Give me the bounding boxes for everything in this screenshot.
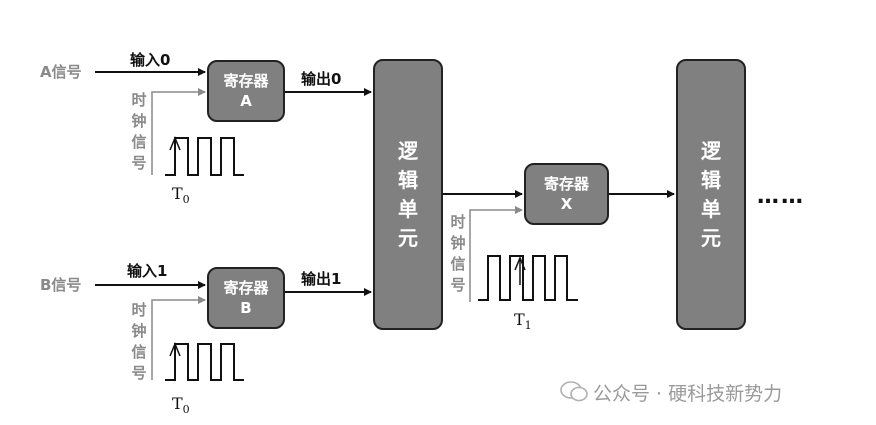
clock-b-label: 时 钟 信 号 (131, 300, 147, 384)
clock-a-char: 信 (131, 133, 147, 151)
continuation-ellipsis: …… (757, 184, 805, 209)
clock-t0-sub: 0 (182, 193, 190, 207)
clock-x-char: 时 (450, 213, 466, 231)
register-a-title: 寄存器 (223, 72, 269, 90)
clock-t0-b-waveform (165, 343, 244, 381)
clock-x-char: 信 (450, 255, 466, 273)
logic-unit-2-char: 逻 (701, 138, 721, 163)
clock-b-line (151, 296, 206, 380)
input1-label: 输入1 (127, 262, 168, 280)
output0-label: 输出0 (301, 70, 342, 88)
logic-unit-1-char: 单 (398, 196, 418, 221)
clock-a-line (151, 88, 206, 175)
clock-t0-b-edge-marker (169, 342, 181, 357)
logic-unit-1-char: 逻 (398, 138, 418, 163)
clock-a-char: 钟 (131, 112, 147, 130)
a-signal-label: A信号 (40, 63, 82, 81)
register-x-title: 寄存器 (543, 175, 589, 193)
register-b-title: 寄存器 (223, 279, 269, 297)
clock-b-char: 时 (131, 301, 147, 319)
register-x: 寄存器 X (524, 163, 609, 225)
register-b-letter: B (240, 299, 252, 317)
clock-x-char: 钟 (450, 234, 466, 252)
clock-x-line (469, 206, 523, 302)
clock-t0-b-label: T0 (172, 394, 190, 416)
clock-t0-letter: T (172, 394, 183, 413)
clock-a-char: 号 (131, 154, 147, 172)
watermark-text: 公众号 · 硬科技新势力 (593, 383, 783, 405)
logic-unit-1-char: 元 (398, 225, 418, 250)
clock-t0-a-edge-marker (169, 136, 181, 151)
clock-x-char: 号 (450, 276, 466, 294)
register-a-letter: A (240, 92, 252, 110)
clock-t0-a-label: T0 (172, 184, 190, 206)
logic-unit-2-char: 元 (701, 225, 721, 250)
b-signal-label: B信号 (40, 276, 82, 294)
register-x-letter: X (560, 195, 573, 213)
clock-b-char: 信 (131, 343, 147, 361)
clock-t1-letter: T (514, 310, 525, 329)
clock-t1-waveform (478, 255, 578, 301)
logic-unit-2-char: 单 (701, 196, 721, 221)
clock-t0-letter: T (172, 184, 183, 203)
input0-label: 输入0 (130, 51, 171, 69)
output1-label: 输出1 (301, 270, 342, 288)
register-a: 寄存器 A (207, 60, 285, 122)
logic-unit-1-char: 辑 (398, 167, 418, 192)
clock-x-label: 时 钟 信 号 (450, 212, 466, 296)
clock-t1-label: T1 (514, 310, 532, 332)
clock-t0-sub: 0 (182, 403, 190, 417)
clock-b-char: 号 (131, 364, 147, 382)
logic-unit-1: 逻 辑 单 元 (373, 59, 443, 330)
clock-a-label: 时 钟 信 号 (131, 90, 147, 174)
clock-a-char: 时 (131, 91, 147, 109)
logic-unit-2-char: 辑 (701, 167, 721, 192)
clock-t1-sub: 1 (524, 319, 532, 333)
clock-b-char: 钟 (131, 322, 147, 340)
register-b: 寄存器 B (207, 267, 285, 329)
logic-unit-2: 逻 辑 单 元 (676, 59, 746, 330)
clock-t0-a-waveform (165, 137, 244, 176)
wechat-icon (560, 380, 588, 402)
